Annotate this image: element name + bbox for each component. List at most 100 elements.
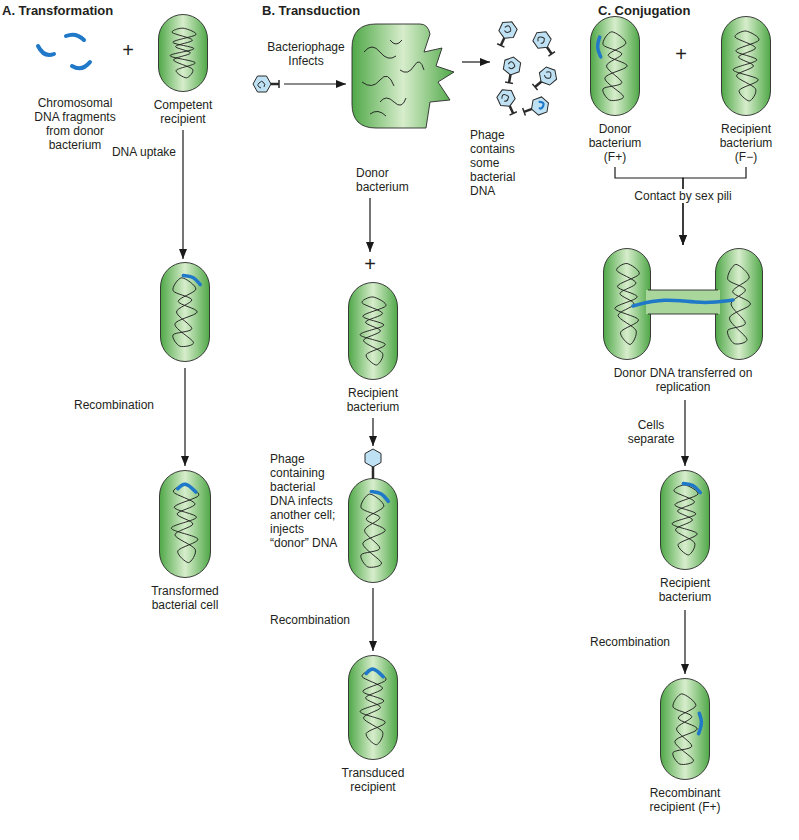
label-holder: Contact by sex pili <box>624 186 742 204</box>
chromosome-fragment <box>370 111 386 116</box>
node-caption: Transduced recipient <box>335 766 411 794</box>
plus-sign: + <box>118 40 138 60</box>
chromosome <box>361 494 385 567</box>
bacteriophage <box>521 95 551 119</box>
infect-arrow <box>284 83 346 84</box>
bacteriophage <box>530 64 560 93</box>
phage-caption: Bacteriophage Infects <box>262 40 350 68</box>
label-holder: Chromosomal DNA fragments from donor bac… <box>33 96 117 152</box>
cell-wall <box>591 17 640 116</box>
label-holder: Phage containing bacterial DNA infects a… <box>268 452 344 551</box>
release-arrow <box>462 61 490 62</box>
node-caption: Recipient bacterium <box>335 386 411 414</box>
bacterium-node: Competent recipient <box>143 14 223 126</box>
label-holder: A. Transformation <box>2 4 132 18</box>
process-arrow <box>684 400 685 466</box>
bacterium-node: Transduced recipient <box>335 655 411 794</box>
donor-dna <box>598 37 601 57</box>
bacteriophage <box>253 76 279 92</box>
bacterium-shape <box>660 678 710 780</box>
phage-head <box>365 449 381 467</box>
node-caption: Recombinant recipient (F+) <box>647 786 723 814</box>
label-holder: Recombination <box>268 610 358 628</box>
bacteriophage <box>530 28 558 58</box>
bacterium-shape <box>348 448 398 583</box>
bacterium-shape <box>348 655 398 760</box>
chromosome <box>727 264 750 344</box>
node-caption: Competent recipient <box>143 98 223 126</box>
label-holder: DNA uptake <box>106 142 178 160</box>
node-caption: Recipient bacterium (F−) <box>707 122 785 164</box>
donor-dna <box>178 484 196 492</box>
bacterium-shape <box>721 16 771 116</box>
panel-title: C. Conjugation <box>598 4 718 18</box>
label-holder: + <box>360 254 380 274</box>
plus-sign: + <box>671 44 691 64</box>
node-caption: Recipient bacterium <box>645 576 725 604</box>
dna-fragment <box>72 62 90 68</box>
dna-fragment <box>66 35 84 40</box>
donor-dna <box>183 276 200 285</box>
arrow-label: Contact by sex pili <box>632 189 733 203</box>
process-arrow <box>182 130 183 259</box>
bacterium-shape <box>160 262 210 362</box>
plus-sign: + <box>360 254 380 274</box>
chromosome-fragment <box>380 98 406 105</box>
bridge-wall <box>648 290 718 291</box>
phage-tail <box>372 466 375 479</box>
cell-wall <box>661 679 710 780</box>
cell-wall <box>349 283 398 380</box>
bacteriophage <box>494 18 519 48</box>
chromosome-fragment <box>400 62 424 72</box>
chromosome <box>170 28 196 78</box>
cell-wall <box>349 479 398 583</box>
donor-dna <box>366 669 383 677</box>
cell-wall <box>159 15 208 92</box>
label-holder: + <box>118 40 138 60</box>
bacteriophage <box>495 86 520 116</box>
arrow-label: Phage containing bacterial DNA infects a… <box>268 452 344 550</box>
panel-title: B. Transduction <box>262 4 382 18</box>
bacterium-shape <box>158 14 208 92</box>
bacteriophage <box>501 56 521 84</box>
chromosome-fragment <box>390 40 402 44</box>
arrow-label: Recombination <box>268 613 352 627</box>
bacterium-node: Donor bacterium (F+) <box>580 16 650 164</box>
phage-caption: Phage contains some bacterial DNA <box>470 128 528 198</box>
chromosome <box>603 32 627 101</box>
panel-title: A. Transformation <box>2 4 132 18</box>
bacterium-shape <box>159 470 211 578</box>
donor-dna <box>683 484 700 493</box>
donor-dna <box>699 713 702 733</box>
bridge-wall <box>648 314 718 315</box>
chromosome-fragment <box>364 47 396 58</box>
node-caption: Transformed bacterial cell <box>140 584 230 612</box>
label-holder: C. Conjugation <box>598 4 718 18</box>
cell-wall <box>161 263 210 362</box>
bacterium-node: Transformed bacterial cell <box>140 470 230 612</box>
bacterium-shape <box>348 282 398 380</box>
bacterium-node: Donor DNA transferred on replication <box>603 248 763 394</box>
process-arrow <box>683 167 746 245</box>
bacterium-node: Recipient bacterium <box>335 282 411 414</box>
donor-dna <box>633 300 733 306</box>
fragment-caption: Chromosomal DNA fragments from donor bac… <box>33 96 117 152</box>
chromosome <box>733 31 759 101</box>
label-holder: B. Transduction <box>262 4 382 18</box>
node-caption: Donor DNA transferred on replication <box>613 366 753 394</box>
donor-dna <box>371 492 388 502</box>
node-caption: Donor bacterium (F+) <box>580 122 650 164</box>
arrow-label: Cells separate <box>622 418 680 446</box>
bacterium-shape <box>590 16 640 116</box>
dna-fragment <box>38 46 54 55</box>
chromosome <box>360 297 386 365</box>
process-arrow <box>615 167 683 245</box>
chromosome-fragment <box>362 76 394 86</box>
process-arrow <box>684 610 685 674</box>
bacterium-shape <box>660 470 710 570</box>
dna-fragments <box>38 35 90 69</box>
label-holder: Recombination <box>72 395 172 413</box>
label-holder: Recombination <box>588 632 680 650</box>
lysing-cell <box>352 24 454 128</box>
